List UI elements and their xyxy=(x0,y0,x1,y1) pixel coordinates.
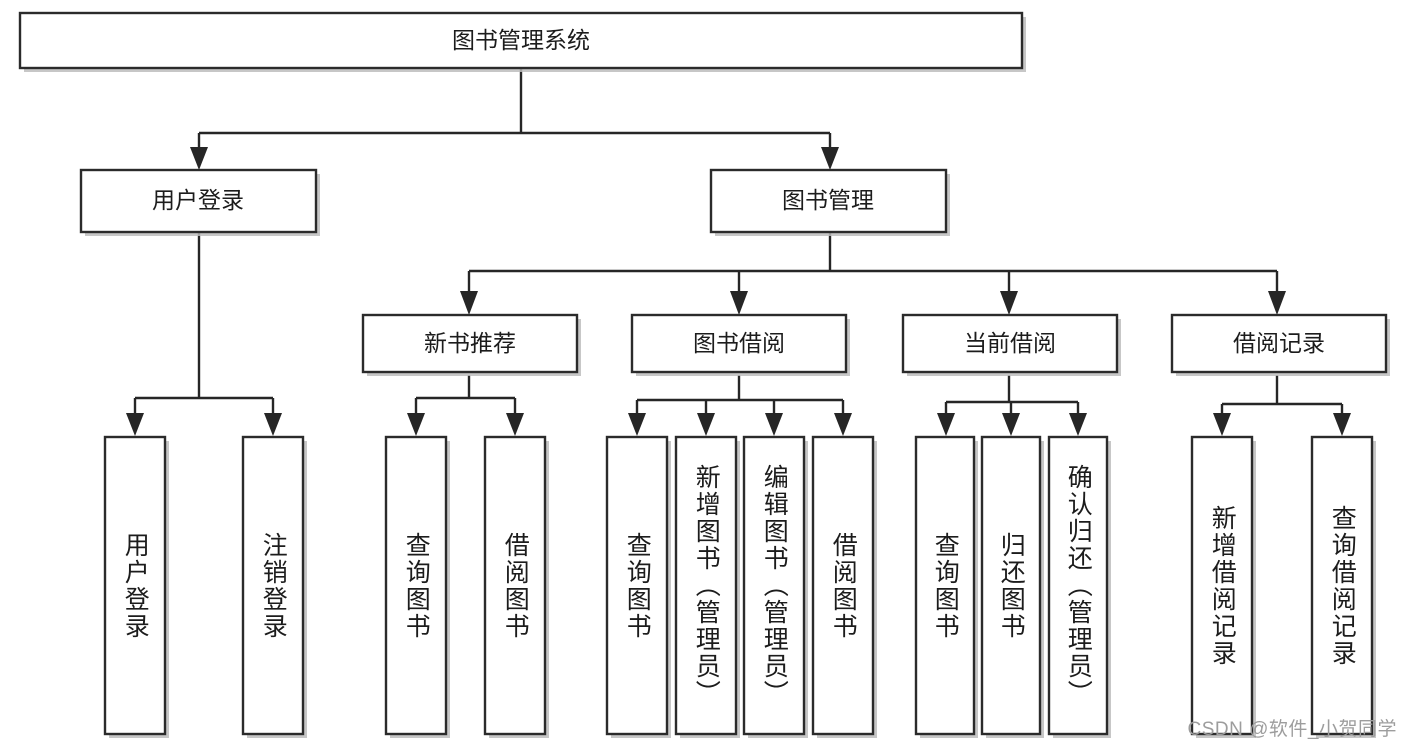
arrow-currentborrow-leaf-1 xyxy=(937,413,955,436)
arrow-borrowrecord-leaf-1 xyxy=(1213,413,1231,436)
arrow-to-borrow-record xyxy=(1268,291,1286,315)
node-book-borrow-label: 图书借阅 xyxy=(693,330,785,356)
arrow-borrowrecord-leaf-2 xyxy=(1333,413,1351,436)
arrow-to-leaf-logout xyxy=(264,413,282,436)
node-book-borrow-box[interactable] xyxy=(630,313,848,374)
arrow-to-book-management xyxy=(821,147,839,170)
arrow-to-leaf-user-login xyxy=(126,413,144,436)
leaf-box-current-query[interactable] xyxy=(914,435,976,736)
node-book-management-box[interactable] xyxy=(709,168,948,234)
arrow-newbook-leaf-1 xyxy=(407,413,425,436)
node-borrow-record-label: 借阅记录 xyxy=(1233,330,1325,356)
node-current-borrow-label: 当前借阅 xyxy=(964,330,1056,356)
arrow-to-book-borrow xyxy=(730,291,748,315)
node-new-book-box[interactable] xyxy=(361,313,579,374)
leaf-box-query-record[interactable] xyxy=(1310,435,1374,736)
arrow-bookborrow-leaf-1 xyxy=(628,413,646,436)
arrow-currentborrow-leaf-3 xyxy=(1069,413,1087,436)
leaf-box-edit-book[interactable] xyxy=(742,435,806,736)
arrow-currentborrow-leaf-2 xyxy=(1002,413,1020,436)
leaf-box-logout[interactable] xyxy=(241,435,305,736)
arrow-to-new-book xyxy=(460,291,478,315)
arrow-bookborrow-leaf-4 xyxy=(834,413,852,436)
leaf-box-confirm-return[interactable] xyxy=(1047,435,1109,736)
leaf-box-add-book[interactable] xyxy=(674,435,738,736)
leaf-box-borrow-query[interactable] xyxy=(605,435,669,736)
node-user-login-box[interactable] xyxy=(79,168,318,234)
leaf-box-borrow-book[interactable] xyxy=(811,435,875,736)
node-user-login-label: 用户登录 xyxy=(152,187,244,213)
leaf-box-newbook-borrow[interactable] xyxy=(483,435,547,736)
node-book-management-label: 图书管理 xyxy=(782,187,874,213)
leaf-box-add-record[interactable] xyxy=(1190,435,1254,736)
arrow-newbook-leaf-2 xyxy=(506,413,524,436)
leaf-box-user-login[interactable] xyxy=(103,435,167,736)
node-new-book-label: 新书推荐 xyxy=(424,330,516,356)
root-node-label: 图书管理系统 xyxy=(452,27,590,53)
node-layer: 图书管理系统 用户登录 图书管理 新书推荐 图书借阅 当前借阅 借阅记录 xyxy=(18,11,1390,738)
node-borrow-record-box[interactable] xyxy=(1170,313,1388,374)
leaf-box-newbook-query[interactable] xyxy=(384,435,448,736)
arrow-bookborrow-leaf-2 xyxy=(697,413,715,436)
node-current-borrow-box[interactable] xyxy=(901,313,1119,374)
root-node-box[interactable] xyxy=(18,11,1024,70)
csdn-watermark: CSDN @软件_小贺同学 xyxy=(1187,719,1397,740)
leaf-box-return-book[interactable] xyxy=(980,435,1042,736)
arrow-to-current-borrow xyxy=(1000,291,1018,315)
arrow-to-user-login xyxy=(190,147,208,170)
arrow-bookborrow-leaf-3 xyxy=(765,413,783,436)
connector-layer xyxy=(126,68,1351,436)
